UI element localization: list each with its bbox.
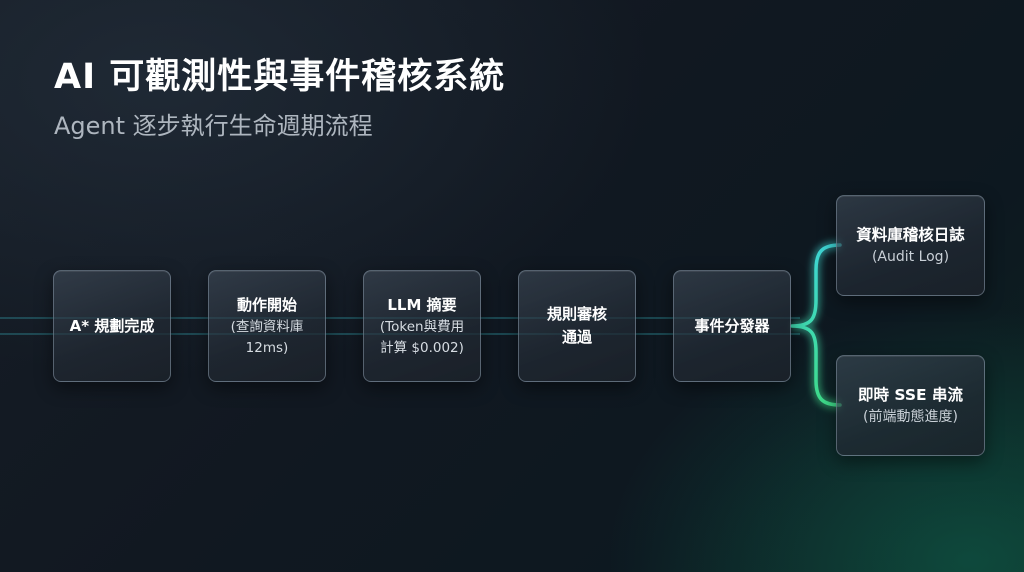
output-sse-stream: 即時 SSE 串流 (前端動態進度) (836, 355, 985, 456)
flow-step-detail: (Token與費用 計算 $0.002) (379, 318, 465, 356)
flow-step-plan-complete: A* 規劃完成 (53, 270, 171, 382)
output-audit-log: 資料庫稽核日誌 (Audit Log) (836, 195, 985, 296)
flow-step-title: LLM 摘要 (387, 295, 457, 314)
flow-step-rule-review: 規則審核 通過 (518, 270, 636, 382)
branch-connector (790, 243, 842, 407)
output-detail: (前端動態進度) (863, 408, 958, 425)
page-title: AI 可觀測性與事件稽核系統 (54, 57, 506, 97)
flow-step-title: 動作開始 (236, 295, 297, 314)
flow-step-detail: (查詢資料庫 12ms) (230, 318, 304, 356)
output-detail: (Audit Log) (871, 248, 950, 265)
page-subtitle: Agent 逐步執行生命週期流程 (54, 112, 373, 140)
output-title: 即時 SSE 串流 (857, 385, 963, 404)
flow-step-llm-summary: LLM 摘要 (Token與費用 計算 $0.002) (363, 270, 481, 382)
flow-step-title: 規則審核 通過 (546, 305, 607, 346)
output-title: 資料庫稽核日誌 (856, 225, 965, 244)
flow-step-title: 事件分發器 (694, 316, 770, 335)
flow-step-action-start: 動作開始 (查詢資料庫 12ms) (208, 270, 326, 382)
flow-step-title: A* 規劃完成 (69, 316, 155, 335)
flow-step-event-dispatcher: 事件分發器 (673, 270, 791, 382)
